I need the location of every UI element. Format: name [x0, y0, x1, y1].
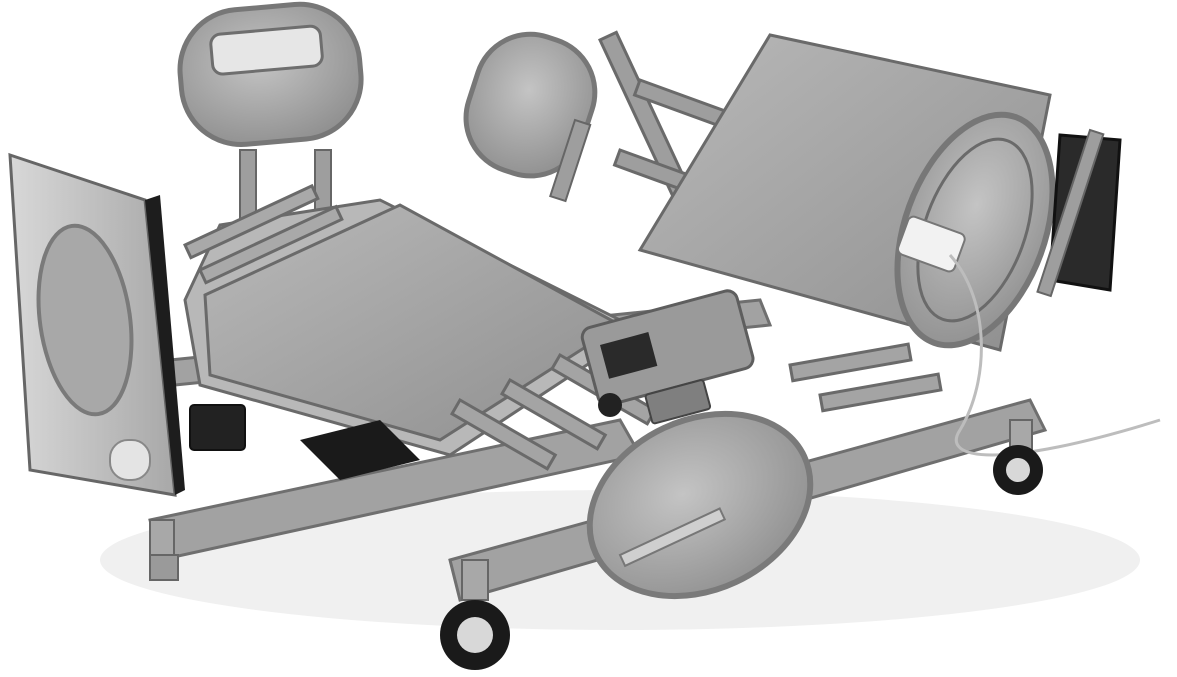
pendant-controller: [897, 215, 1161, 457]
right-side-rail: [463, 31, 598, 203]
footboard: [8, 152, 185, 497]
front-side-rail: [586, 410, 814, 600]
front-left-caster: [440, 559, 510, 670]
head-side-rail: [894, 111, 1056, 349]
motor-assembly: [189, 289, 755, 480]
foot-slats: [183, 183, 344, 285]
left-side-rail: [177, 1, 364, 231]
back-left-caster: [149, 519, 179, 581]
back-right-caster: [993, 419, 1043, 495]
